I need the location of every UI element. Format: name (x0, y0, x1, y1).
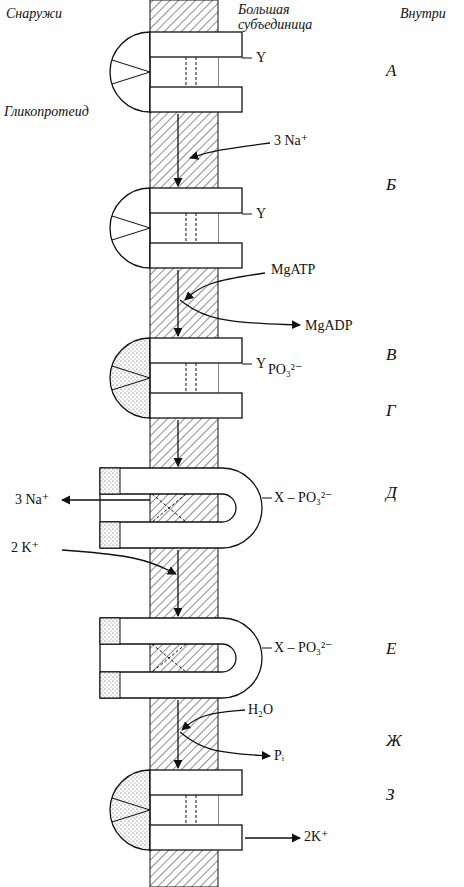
diagram-label: Y (256, 50, 266, 65)
diagram-label: H₂O (248, 702, 273, 717)
diagram-label: 2K⁺ (304, 829, 329, 844)
diagram-label: Д (386, 484, 397, 503)
attach-tick (242, 214, 252, 215)
flow-arrow (245, 837, 300, 838)
diagram-label: Pᵢ (274, 748, 284, 763)
flow-arrow (62, 550, 176, 574)
attach-tick (242, 58, 252, 59)
flow-arrow (185, 273, 265, 300)
diagram-label: Б (386, 176, 396, 195)
diagram-label: X – PO₃²⁻ (274, 490, 332, 505)
diagram-label: X – PO₃²⁻ (274, 640, 332, 655)
flow-arrow (180, 300, 300, 325)
diagram-label: MgADP (304, 318, 353, 333)
flow-arrow (177, 700, 178, 768)
diagram-label: Y (256, 356, 266, 371)
diagram-label: Y (256, 206, 266, 221)
pump-normal (110, 770, 242, 850)
flow-arrow (190, 143, 270, 158)
diagram-label: В (386, 346, 396, 365)
pump-normal (110, 32, 242, 112)
membrane-band (150, 0, 218, 887)
flow-arrow (180, 732, 270, 756)
diagram-label: Ж (386, 732, 402, 751)
diagram-label: 2 K⁺ (10, 540, 40, 555)
flow-arrow (62, 499, 150, 500)
diagram-label: А (386, 62, 396, 81)
diagram-label: MgATP (270, 262, 316, 277)
flow-arrow (177, 270, 178, 336)
pump-normal (110, 188, 242, 268)
flow-arrow (177, 550, 178, 616)
diagram-label: Снаружи (6, 6, 62, 21)
diagram-label: Г (386, 402, 396, 421)
attach-tick (242, 364, 252, 365)
diagram-label: Внутри (400, 6, 446, 21)
diagram-label: Гликопротеид (4, 104, 89, 119)
diagram-label: Большая субъединица (238, 2, 330, 33)
attach-tick (262, 498, 272, 499)
pump-flipped (100, 618, 262, 698)
diagram-label: 3 Na⁺ (274, 133, 308, 148)
flow-arrow (182, 710, 245, 730)
attach-tick (262, 648, 272, 649)
diagram-label: З (386, 786, 394, 805)
flow-arrow (177, 420, 178, 466)
diagram-label: Е (386, 640, 396, 659)
diagram-label: PO₃²⁻ (268, 362, 302, 377)
pump-normal (110, 338, 242, 418)
flow-arrow (177, 114, 178, 186)
pump-flipped (100, 468, 262, 548)
diagram-label: 3 Na⁺ (14, 492, 50, 507)
